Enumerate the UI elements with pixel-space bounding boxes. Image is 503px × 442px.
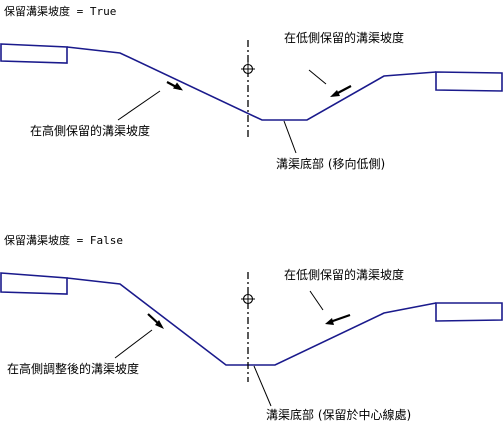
bottom-label-low-side-slope: 在低側保留的溝渠坡度	[284, 268, 405, 282]
top-panel	[0, 40, 503, 154]
top-label-low-side-slope: 在低側保留的溝渠坡度	[284, 31, 405, 45]
leader-line-high-side	[117, 90, 161, 121]
centerline-marker-icon	[241, 292, 255, 306]
centerline-marker-icon	[241, 62, 255, 76]
bottom-panel-title: 保留溝渠坡度 = False	[4, 234, 123, 247]
slope-arrow-icon	[147, 313, 164, 329]
ditch-profile-line	[66, 46, 437, 121]
slope-arrow-icon	[166, 81, 183, 91]
leader-line-low-side	[309, 290, 324, 311]
right-pavement-block	[435, 302, 503, 322]
top-label-ditch-bottom: 溝渠底部 (移向低側)	[276, 157, 386, 171]
leader-line-high-side	[114, 329, 153, 359]
left-pavement-block	[0, 272, 68, 295]
slope-arrow-icon	[325, 313, 351, 325]
left-pavement-block	[0, 43, 68, 64]
bottom-label-ditch-bottom: 溝渠底部 (保留於中心線處)	[266, 408, 412, 422]
leader-line-bottom	[253, 365, 272, 407]
bottom-panel	[0, 272, 503, 407]
bottom-label-high-side-slope: 在高側調整後的溝渠坡度	[7, 362, 140, 376]
leader-line-bottom	[283, 120, 297, 154]
leader-line-low-side	[308, 69, 327, 85]
top-label-high-side-slope: 在高側保留的溝渠坡度	[30, 124, 151, 138]
slope-arrow-icon	[330, 85, 352, 97]
top-panel-title: 保留溝渠坡度 = True	[4, 5, 117, 18]
ditch-profile-line	[66, 277, 437, 366]
right-pavement-block	[435, 71, 503, 92]
